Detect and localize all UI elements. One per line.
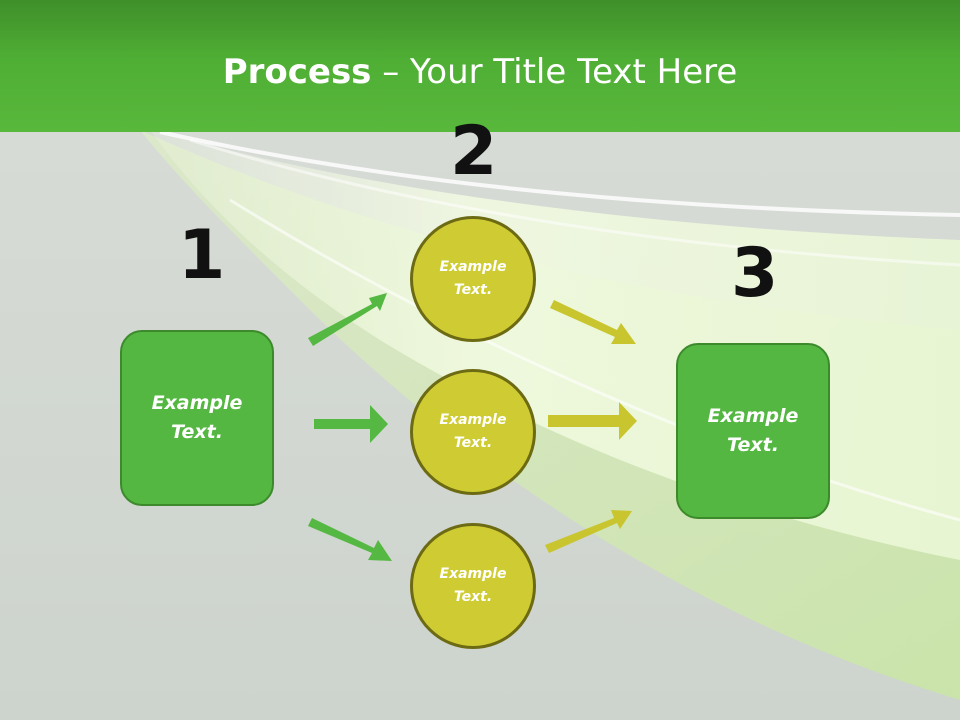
- arrow-top-to-step3: [550, 300, 636, 344]
- step-1-text: Example Text.: [151, 392, 243, 443]
- step-2-circle-bottom-text: Example Text.: [439, 566, 507, 605]
- step-2-circle-middle: Example Text.: [410, 369, 536, 495]
- arrow-bottom-to-step3: [545, 510, 632, 553]
- step-1-box: Example Text.: [120, 330, 274, 506]
- step-number-3: 3: [731, 234, 779, 313]
- title-strong: Process: [222, 52, 372, 92]
- arrow-step1-to-middle: [314, 405, 388, 443]
- step-2-circle-top-text: Example Text.: [439, 259, 507, 298]
- step-2-circle-top: Example Text.: [410, 216, 536, 342]
- title-bar: Process – Your Title Text Here: [0, 0, 960, 132]
- step-3-text: Example Text.: [707, 405, 799, 456]
- title-rest: – Your Title Text Here: [371, 52, 738, 92]
- step-number-2: 2: [450, 112, 498, 191]
- arrow-step1-to-bottom: [308, 518, 392, 561]
- slide-title: Process – Your Title Text Here: [0, 52, 960, 92]
- step-number-1: 1: [178, 216, 226, 295]
- arrow-step1-to-top: [308, 293, 387, 346]
- step-2-circle-middle-text: Example Text.: [439, 412, 507, 451]
- arrow-middle-to-step3: [548, 402, 637, 440]
- step-2-circle-bottom: Example Text.: [410, 523, 536, 649]
- step-3-box: Example Text.: [676, 343, 830, 519]
